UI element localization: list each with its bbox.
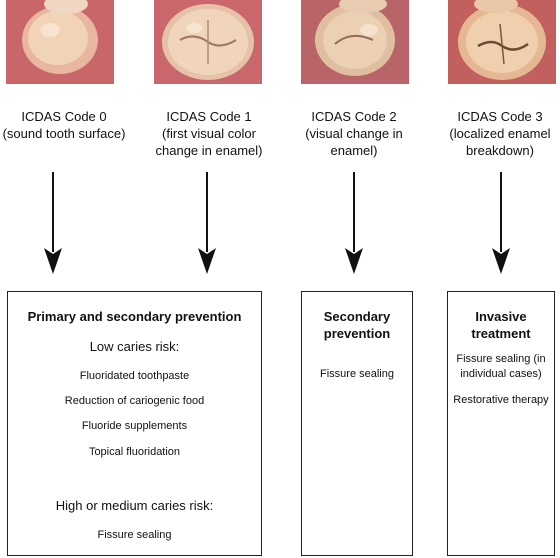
box-title-line: Invasive	[475, 309, 527, 324]
list-item: Fissure sealing	[320, 368, 394, 380]
list-item-line: individual cases)	[460, 368, 542, 380]
tooth-photo-code-0	[6, 0, 114, 84]
list-item: Restorative therapy	[453, 394, 549, 406]
code-title: ICDAS Code 3	[457, 109, 543, 124]
list-item: Fluoride supplements	[81, 420, 188, 432]
box-title-line: treatment	[471, 326, 531, 341]
tooth-photo-code-1	[154, 0, 262, 84]
arrow-down-icon	[492, 172, 510, 274]
code-description-line: enamel)	[330, 143, 378, 158]
code-label-1: ICDAS Code 1 (first visual color change …	[139, 108, 279, 159]
arrow-down-icon	[345, 172, 363, 274]
list-item-line: Fissure sealing (in	[456, 353, 546, 365]
code-description-line: (first visual color	[162, 126, 256, 141]
list-item: Reduction of cariogenic food	[64, 395, 205, 407]
code-title: ICDAS Code 1	[166, 109, 252, 124]
list-item: Topical fluoridation	[88, 446, 181, 458]
code-label-2: ICDAS Code 2 (visual change in enamel)	[284, 108, 424, 159]
tooth-photo-code-2	[301, 0, 409, 84]
code-title: ICDAS Code 0	[21, 109, 107, 124]
code-title: ICDAS Code 2	[311, 109, 397, 124]
box-title-line: prevention	[323, 326, 391, 341]
high-risk-heading: High or medium caries risk:	[55, 498, 214, 513]
box-invasive-treatment: Invasive treatment Fissure sealing (in i…	[447, 291, 555, 556]
box-primary-secondary-prevention: Primary and secondary prevention Low car…	[7, 291, 262, 556]
arrow-down-icon	[44, 172, 62, 274]
list-item: Fissure sealing	[97, 529, 172, 541]
code-description-line: (sound tooth surface)	[2, 126, 126, 141]
box-secondary-prevention: Secondary prevention Fissure sealing	[301, 291, 413, 556]
box-title: Primary and secondary prevention	[27, 309, 242, 324]
code-description-line: change in enamel)	[155, 143, 263, 158]
arrow-down-icon	[198, 172, 216, 274]
code-description-line: (localized enamel	[449, 126, 551, 141]
tooth-photo-code-3	[448, 0, 556, 84]
code-description-line: breakdown)	[466, 143, 534, 158]
code-label-3: ICDAS Code 3 (localized enamel breakdown…	[430, 108, 560, 159]
box-title-line: Secondary	[323, 309, 391, 324]
code-label-0: ICDAS Code 0 (sound tooth surface)	[0, 108, 134, 142]
list-item: Fluoridated toothpaste	[79, 370, 190, 382]
low-risk-heading: Low caries risk:	[89, 339, 180, 354]
code-description-line: (visual change in	[305, 126, 403, 141]
